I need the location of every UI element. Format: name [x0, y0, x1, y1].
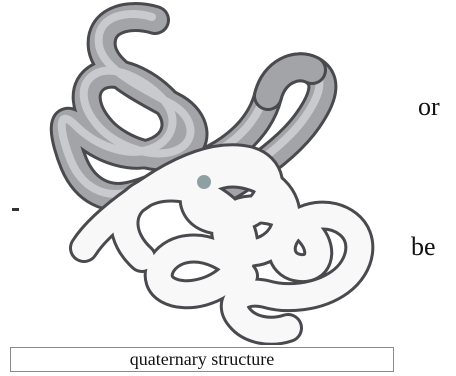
- quaternary-structure-illustration: [0, 0, 400, 345]
- side-text-or: or: [418, 94, 440, 120]
- caption-label: quaternary structure: [130, 349, 274, 370]
- caption-box: quaternary structure: [10, 347, 394, 372]
- gray-crossover: [268, 67, 312, 96]
- side-text-be: be: [411, 234, 436, 260]
- subunit-contact-dot: [197, 175, 211, 189]
- left-edge-mark: [12, 208, 19, 211]
